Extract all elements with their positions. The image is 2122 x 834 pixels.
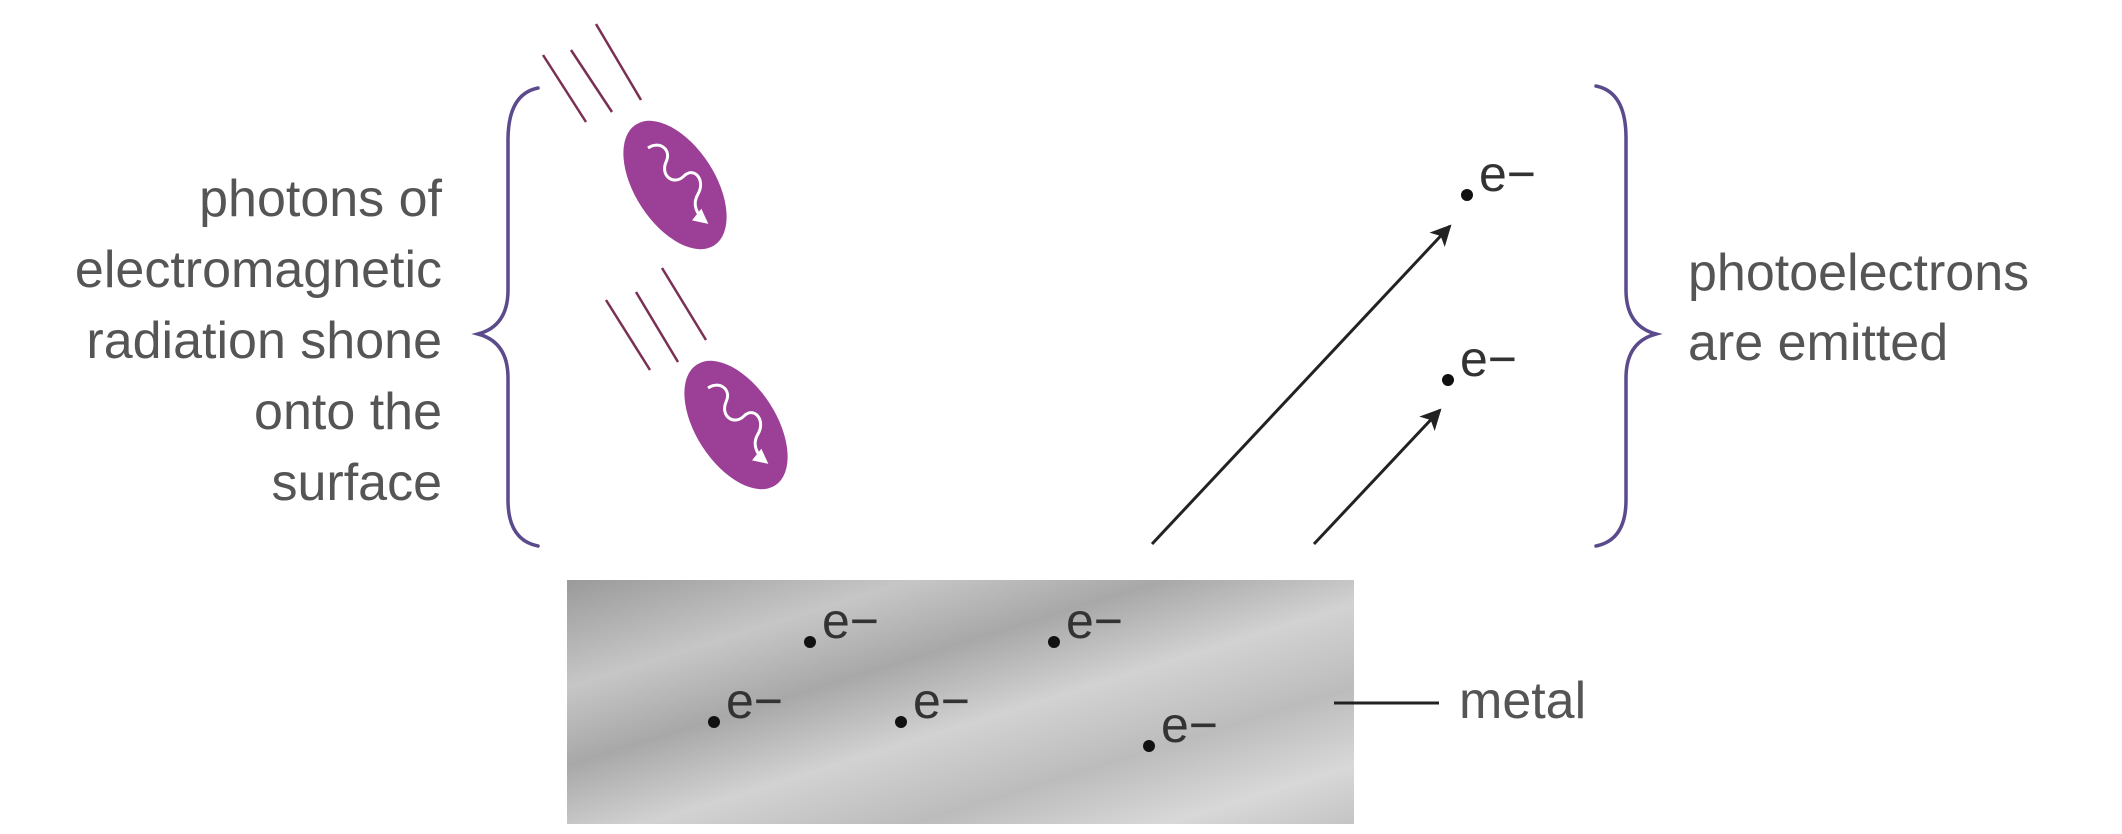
electron-dot-icon: [804, 636, 816, 648]
right-brace: [1594, 84, 1663, 548]
left-label: photons of electromagnetic radiation sho…: [75, 170, 443, 512]
electron-label: e−: [1066, 593, 1123, 649]
electron-label: e−: [822, 593, 879, 649]
right-label-line-1: photoelectrons: [1688, 244, 2029, 302]
left-label-line-1: photons of: [199, 170, 442, 228]
right-label: photoelectrons are emitted: [1688, 244, 2029, 372]
left-label-line-4: onto the: [254, 383, 442, 441]
electron: e−: [804, 593, 879, 649]
left-brace: [471, 86, 540, 548]
electron-label: e−: [1161, 697, 1218, 753]
photon-icon: [541, 23, 727, 250]
left-label-line-3: radiation shone: [86, 312, 442, 370]
left-label-line-2: electromagnetic: [75, 241, 442, 299]
electron: e−: [708, 673, 783, 729]
electron-dot-icon: [708, 716, 720, 728]
electron-label: e−: [1460, 331, 1517, 387]
photon-icon: [604, 267, 788, 490]
electron-dot-icon: [895, 716, 907, 728]
electron-dot-icon: [1048, 636, 1060, 648]
right-label-line-2: are emitted: [1688, 314, 1948, 372]
left-label-line-5: surface: [271, 454, 442, 512]
electron-dot-icon: [1442, 374, 1454, 386]
metal-label: metal: [1459, 672, 1586, 730]
electron-dot-icon: [1461, 189, 1473, 201]
emitted-electron: e−: [1461, 146, 1536, 202]
electron: e−: [1143, 697, 1218, 753]
electron-label: e−: [726, 673, 783, 729]
electron-label: e−: [913, 673, 970, 729]
emission-arrow-short: [1312, 408, 1442, 546]
metal-slab: [567, 580, 1354, 824]
electron: e−: [895, 673, 970, 729]
electron-dot-icon: [1143, 740, 1155, 752]
electron-label: e−: [1479, 146, 1536, 202]
electron: e−: [1048, 593, 1123, 649]
emission-arrow-long: [1150, 224, 1452, 546]
emitted-electron: e−: [1442, 331, 1517, 387]
